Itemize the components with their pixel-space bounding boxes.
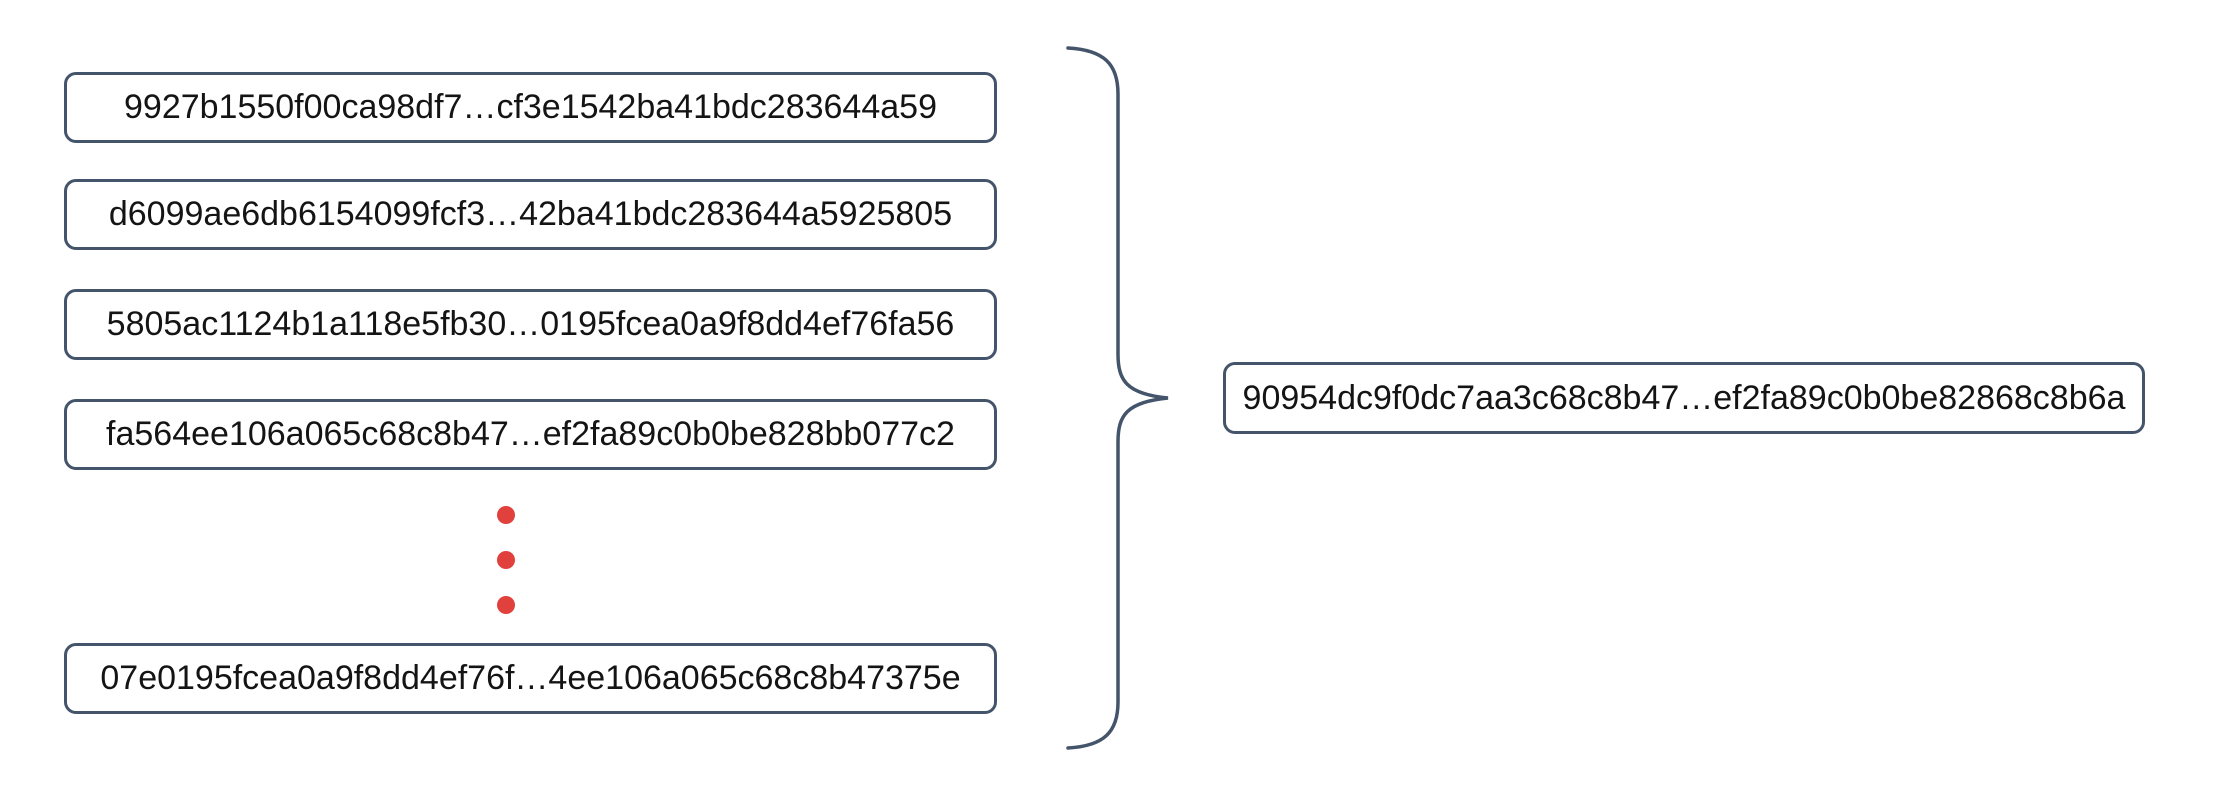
input-hash-box-1: 9927b1550f00ca98df7…cf3e1542ba41bdc28364… xyxy=(64,72,997,143)
curly-brace-icon xyxy=(1066,46,1169,750)
ellipsis-dot-2 xyxy=(497,551,515,569)
input-hash-box-4: fa564ee106a065c68c8b47…ef2fa89c0b0be828b… xyxy=(64,399,997,470)
input-hash-text-3: 5805ac1124b1a118e5fb30…0195fcea0a9f8dd4e… xyxy=(106,305,955,343)
input-hash-text-5: 07e0195fcea0a9f8dd4ef76f…4ee106a065c68c8… xyxy=(100,659,961,697)
ellipsis-dot-3 xyxy=(497,596,515,614)
input-hash-box-3: 5805ac1124b1a118e5fb30…0195fcea0a9f8dd4e… xyxy=(64,289,997,360)
input-hash-box-5: 07e0195fcea0a9f8dd4ef76f…4ee106a065c68c8… xyxy=(64,643,997,714)
vertical-ellipsis xyxy=(497,506,515,614)
curly-brace-path xyxy=(1066,46,1169,750)
ellipsis-dot-1 xyxy=(497,506,515,524)
input-hash-text-2: d6099ae6db6154099fcf3…42ba41bdc283644a59… xyxy=(108,195,953,233)
result-hash-text: 90954dc9f0dc7aa3c68c8b47…ef2fa89c0b0be82… xyxy=(1242,378,2126,417)
input-hash-text-4: fa564ee106a065c68c8b47…ef2fa89c0b0be828b… xyxy=(106,415,955,453)
result-hash-box: 90954dc9f0dc7aa3c68c8b47…ef2fa89c0b0be82… xyxy=(1223,362,2145,434)
input-hash-box-2: d6099ae6db6154099fcf3…42ba41bdc283644a59… xyxy=(64,179,997,250)
input-hash-text-1: 9927b1550f00ca98df7…cf3e1542ba41bdc28364… xyxy=(124,88,937,126)
